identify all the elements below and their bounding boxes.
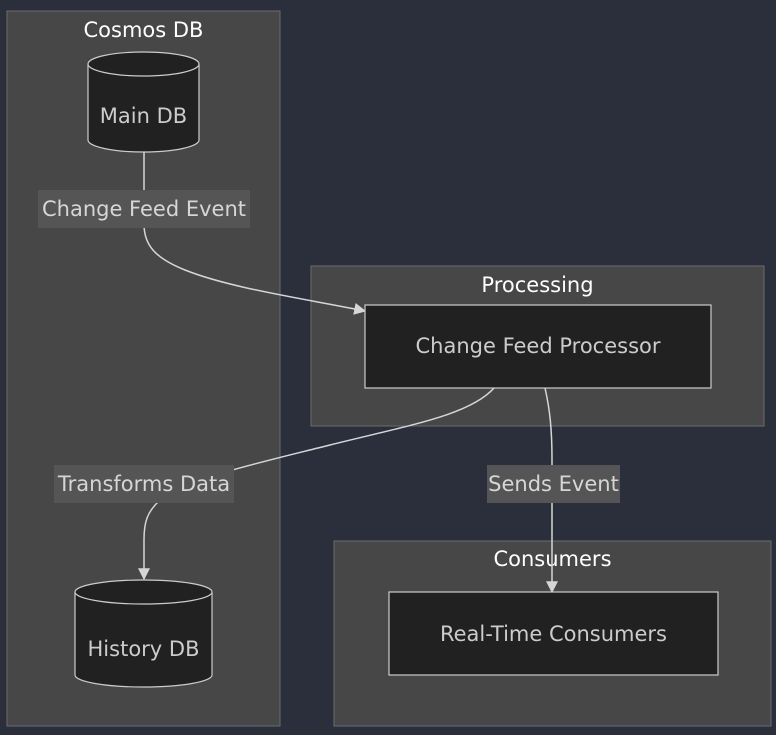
real-time-consumers-box bbox=[388, 591, 719, 676]
edge-label-change-feed-event: Change Feed Event bbox=[38, 190, 250, 228]
edge-label-transforms-data: Transforms Data bbox=[54, 465, 234, 503]
edge-label-sends-event: Sends Event bbox=[487, 465, 620, 503]
cluster-processing-title: Processing bbox=[481, 273, 593, 297]
cluster-cosmos-db-title: Cosmos DB bbox=[84, 18, 204, 42]
history-db-cylinder-top bbox=[74, 579, 213, 605]
change-feed-processor-label: Change Feed Processor bbox=[416, 334, 661, 358]
edge-label-transforms-data-bg bbox=[54, 465, 234, 503]
real-time-consumers-label: Real-Time Consumers bbox=[440, 622, 667, 646]
node-main-db[interactable]: Main DB bbox=[87, 51, 200, 153]
history-db-cylinder-body bbox=[74, 592, 213, 688]
edge-label-change-feed-event-bg bbox=[38, 190, 250, 228]
main-db-cylinder-body bbox=[87, 64, 200, 153]
edge-label-sends-event-bg bbox=[487, 465, 620, 503]
edge-processor-to-history bbox=[138, 387, 495, 581]
edge-label-transforms-data-text: Transforms Data bbox=[57, 472, 230, 496]
edge-line-change-feed-event bbox=[143, 152, 367, 315]
history-db-label: History DB bbox=[88, 637, 200, 661]
edge-line-transforms-data bbox=[138, 387, 495, 581]
edge-label-change-feed-event-text: Change Feed Event bbox=[42, 197, 246, 221]
node-change-feed-processor[interactable]: Change Feed Processor bbox=[364, 304, 712, 389]
edge-line-sends-event bbox=[544, 387, 558, 594]
edge-processor-to-realtime bbox=[544, 387, 558, 594]
node-real-time-consumers[interactable]: Real-Time Consumers bbox=[388, 591, 719, 676]
change-feed-processor-box bbox=[364, 304, 712, 389]
edge-main-to-processor bbox=[143, 152, 367, 315]
main-db-cylinder-top bbox=[87, 51, 200, 77]
edge-label-sends-event-text: Sends Event bbox=[488, 472, 619, 496]
node-history-db[interactable]: History DB bbox=[74, 579, 213, 688]
main-db-label: Main DB bbox=[100, 104, 187, 128]
